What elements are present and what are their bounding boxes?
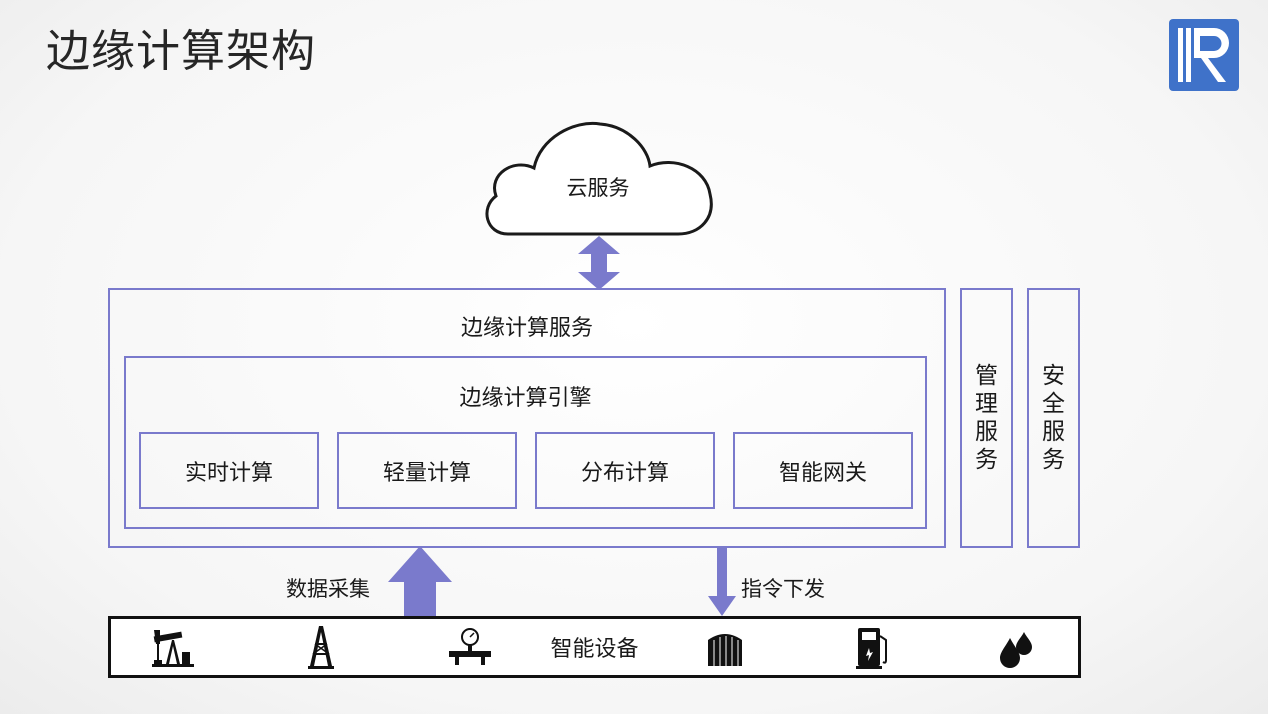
bidirectional-arrow — [578, 236, 620, 290]
edge-engine-box — [124, 356, 927, 529]
module-lightweight: 轻量计算 — [337, 432, 517, 509]
pressure-gauge-icon — [449, 628, 491, 665]
page-title: 边缘计算架构 — [46, 26, 316, 77]
download-arrow — [708, 546, 736, 616]
management-service-box: 管理服务 — [960, 288, 1013, 548]
module-label: 轻量计算 — [382, 460, 471, 486]
module-label: 分布计算 — [580, 460, 669, 486]
cloud-service-label: 云服务 — [566, 176, 630, 200]
data-collection-label: 数据采集 — [286, 577, 370, 601]
module-realtime: 实时计算 — [139, 432, 319, 509]
brand-logo-icon — [1169, 19, 1239, 91]
management-service-label: 管理服务 — [975, 363, 998, 473]
upload-arrow — [388, 546, 452, 618]
edge-engine-label: 边缘计算引擎 — [459, 386, 592, 411]
smart-devices-box — [108, 616, 1081, 678]
module-gateway: 智能网关 — [733, 432, 913, 509]
cloud-icon — [485, 121, 713, 236]
edge-service-box — [108, 288, 946, 548]
module-label: 智能网关 — [778, 460, 867, 486]
oil-derrick-icon — [308, 626, 334, 669]
oil-pump-icon — [152, 630, 194, 667]
smart-devices-label: 智能设备 — [550, 637, 639, 662]
module-distributed: 分布计算 — [535, 432, 715, 509]
edge-service-label: 边缘计算服务 — [460, 316, 593, 341]
command-dispatch-label: 指令下发 — [741, 577, 825, 601]
security-service-label: 安全服务 — [1042, 363, 1065, 473]
security-service-box: 安全服务 — [1027, 288, 1080, 548]
module-label: 实时计算 — [184, 460, 273, 486]
water-drops-icon — [1000, 632, 1032, 668]
fuel-pump-icon — [856, 628, 887, 669]
storage-tank-icon — [708, 634, 742, 666]
